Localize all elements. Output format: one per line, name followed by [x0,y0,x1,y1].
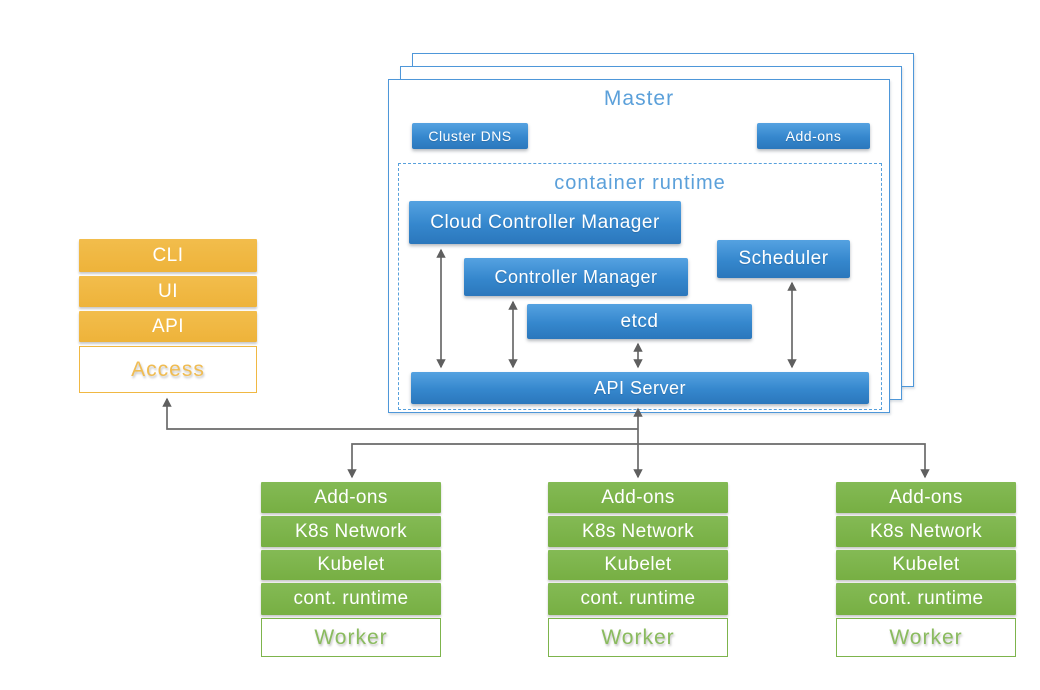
worker2-footer-label: Worker [548,618,728,657]
arrow-apiserver-worker1 [347,443,638,479]
container-runtime-title: container runtime [554,172,726,194]
access-row-ui: UI [79,276,257,307]
worker3-row-k8s-network: K8s Network [836,516,1016,547]
api-server-box: API Server [411,372,869,404]
cloud-controller-manager-box: Cloud Controller Manager [409,201,681,244]
etcd-box: etcd [527,304,752,339]
worker2-row-kubelet: Kubelet [548,550,728,580]
controller-manager-box: Controller Manager [464,258,688,296]
worker1-row-kubelet: Kubelet [261,550,441,580]
access-row-api: API [79,311,257,342]
worker3-row-kubelet: Kubelet [836,550,1016,580]
worker1-footer-label: Worker [261,618,441,657]
addons-master-box: Add-ons [757,123,870,149]
worker3-row-cont-runtime: cont. runtime [836,583,1016,615]
worker2-row-cont-runtime: cont. runtime [548,583,728,615]
worker2-row-k8s-network: K8s Network [548,516,728,547]
access-footer-label: Access [79,346,257,393]
worker2-row-addons: Add-ons [548,482,728,513]
master-title: Master [603,87,675,110]
worker1-row-addons: Add-ons [261,482,441,513]
scheduler-box: Scheduler [717,240,850,278]
worker1-row-cont-runtime: cont. runtime [261,583,441,615]
cluster-dns-box: Cluster DNS [412,123,528,149]
worker3-footer-label: Worker [836,618,1016,657]
access-row-cli: CLI [79,239,257,272]
arrow-apiserver-worker3 [638,443,930,479]
worker1-row-k8s-network: K8s Network [261,516,441,547]
worker3-row-addons: Add-ons [836,482,1016,513]
